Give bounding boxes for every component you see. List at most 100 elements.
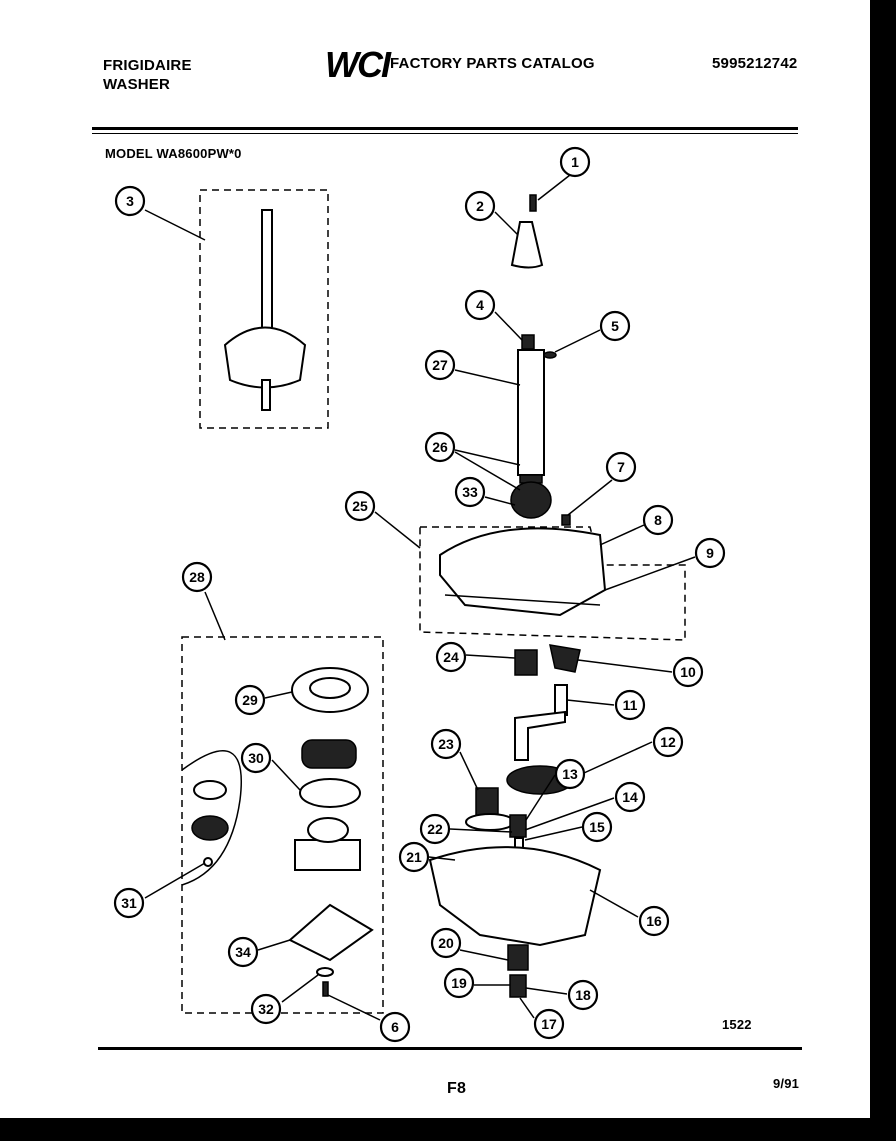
callout-30: 30 <box>240 742 272 774</box>
callout-19: 19 <box>443 967 475 999</box>
svg-text:34: 34 <box>235 944 251 960</box>
callout-26: 26 <box>424 431 456 463</box>
svg-text:14: 14 <box>622 789 638 805</box>
callout-15: 15 <box>581 811 613 843</box>
svg-text:2: 2 <box>476 198 484 214</box>
part-9-gasket <box>444 594 601 606</box>
svg-text:27: 27 <box>432 357 448 373</box>
callout-27: 27 <box>424 349 456 381</box>
svg-text:18: 18 <box>575 987 591 1003</box>
callout-8: 8 <box>642 504 674 536</box>
svg-text:19: 19 <box>451 975 467 991</box>
callout-11: 11 <box>614 689 646 721</box>
scan-edge-bottom <box>0 1118 896 1141</box>
svg-text:1: 1 <box>571 154 579 170</box>
footer-rule <box>98 1047 802 1050</box>
part-24-pinion <box>514 649 538 676</box>
part-23-base <box>465 813 515 831</box>
part-retaining-ring <box>193 780 227 800</box>
part-11-pin <box>554 684 568 716</box>
header-rule-thin <box>92 133 798 134</box>
part-bearing <box>191 815 229 841</box>
callout-21: 21 <box>398 841 430 873</box>
callout-14: 14 <box>614 781 646 813</box>
callout-3: 3 <box>114 185 146 217</box>
part-33-bearing <box>510 481 552 519</box>
svg-text:11: 11 <box>623 697 638 713</box>
part-16-gear-case <box>428 846 602 947</box>
part-10-shift-cam <box>549 644 581 673</box>
part-6-screw <box>322 981 329 997</box>
svg-text:16: 16 <box>646 913 662 929</box>
svg-text:10: 10 <box>680 664 696 680</box>
callout-1: 1 <box>559 146 591 178</box>
callout-18: 18 <box>567 979 599 1011</box>
callout-5: 5 <box>599 310 631 342</box>
assembly-25-box <box>419 526 686 641</box>
callout-31: 31 <box>113 887 145 919</box>
brand-name: FRIGIDAIRE <box>103 57 192 74</box>
svg-text:31: 31 <box>121 895 137 911</box>
part-12-crank <box>514 710 566 761</box>
callout-10: 10 <box>672 656 704 688</box>
callout-9: 9 <box>694 537 726 569</box>
part-13-pinion <box>509 814 527 838</box>
catalog-title: FACTORY PARTS CATALOG <box>390 55 595 72</box>
callout-6: 6 <box>379 1011 411 1043</box>
callout-32: 32 <box>250 993 282 1025</box>
svg-text:3: 3 <box>126 193 134 209</box>
callout-13: 13 <box>554 758 586 790</box>
part-seal-cup <box>307 817 349 843</box>
callout-25: 25 <box>344 490 376 522</box>
callout-29: 29 <box>234 684 266 716</box>
part-30-o-ring <box>299 778 361 808</box>
callout-24: 24 <box>435 641 467 673</box>
callout-12: 12 <box>652 726 684 758</box>
leader-lines <box>144 174 696 1021</box>
callout-33: 33 <box>454 476 486 508</box>
callout-28: 28 <box>181 561 213 593</box>
assembly-28-box <box>181 636 384 1014</box>
svg-text:12: 12 <box>660 734 676 750</box>
part-17-18-19-bearings <box>509 974 527 998</box>
revision-date: 9/91 <box>773 1076 800 1091</box>
callout-34: 34 <box>227 936 259 968</box>
svg-text:24: 24 <box>443 649 459 665</box>
callout-20: 20 <box>430 927 462 959</box>
svg-text:9: 9 <box>706 545 714 561</box>
callout-16: 16 <box>638 905 670 937</box>
svg-text:5: 5 <box>611 318 619 334</box>
part-1-bolt <box>529 194 537 212</box>
callout-17: 17 <box>533 1008 565 1040</box>
wci-logo: WCI <box>325 44 391 86</box>
scan-edge-right <box>870 0 896 1141</box>
catalog-number: 5995212742 <box>712 55 798 72</box>
part-7-screw <box>561 514 571 526</box>
part-5-washer <box>543 351 557 359</box>
svg-text:8: 8 <box>654 512 662 528</box>
svg-text:30: 30 <box>248 750 264 766</box>
product-name: WASHER <box>103 76 171 93</box>
callout-7: 7 <box>605 451 637 483</box>
part-31-ball <box>203 857 213 867</box>
part-20-seal <box>507 944 529 971</box>
part-3-shaft-assembly <box>223 209 307 411</box>
part-25-housing-cover <box>439 527 607 617</box>
callout-22: 22 <box>419 813 451 845</box>
callout-23: 23 <box>430 728 462 760</box>
svg-text:20: 20 <box>438 935 454 951</box>
logo-text: WCI <box>325 44 391 85</box>
svg-text:32: 32 <box>258 1001 274 1017</box>
part-34-pad <box>288 903 374 962</box>
svg-text:6: 6 <box>391 1019 399 1035</box>
diagram-number: 1522 <box>722 1017 752 1032</box>
header-rule <box>92 127 798 130</box>
svg-text:23: 23 <box>438 736 454 752</box>
model-number: MODEL WA8600PW*0 <box>105 146 242 161</box>
svg-text:15: 15 <box>589 819 605 835</box>
svg-text:28: 28 <box>189 569 205 585</box>
svg-text:22: 22 <box>427 821 443 837</box>
svg-text:21: 21 <box>406 849 422 865</box>
svg-text:26: 26 <box>432 439 448 455</box>
part-32-washer <box>316 967 334 977</box>
